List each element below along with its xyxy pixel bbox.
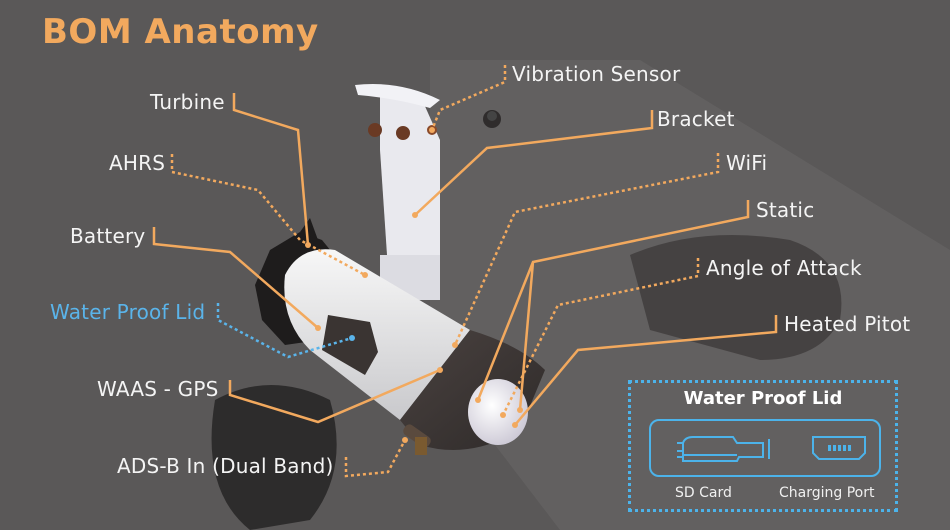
label-battery: Battery [70, 224, 146, 248]
leader-battery [152, 227, 319, 329]
bracket-mast [380, 95, 440, 300]
label-wifi: WiFi [726, 151, 768, 175]
label-vibration-sensor: Vibration Sensor [512, 62, 681, 86]
label-static: Static [756, 198, 815, 222]
leader-pitot [514, 315, 778, 426]
label-bracket: Bracket [657, 107, 735, 131]
leader-turbine [232, 93, 310, 246]
leader-bracket [414, 110, 654, 216]
label-angle-of-attack: Angle of Attack [706, 256, 862, 280]
sd-card-icon [677, 436, 770, 462]
shadow-turbine [211, 385, 337, 530]
bracket-top [355, 84, 440, 108]
leader-static [476, 200, 750, 411]
label-water-proof-lid: Water Proof Lid [50, 300, 206, 324]
label-ads-b: ADS-B In (Dual Band) [117, 454, 334, 478]
label-ahrs: AHRS [109, 151, 166, 175]
label-turbine: Turbine [150, 90, 225, 114]
charging-port-label: Charging Port [779, 485, 875, 501]
leader-ahrs [170, 154, 366, 277]
pitot-tip [468, 379, 528, 445]
leader-vibration [430, 65, 507, 131]
leader-aoa [501, 258, 700, 416]
charging-port-icon [812, 436, 866, 460]
leader-wifi [453, 153, 720, 346]
label-heated-pitot: Heated Pitot [784, 312, 911, 336]
leader-waas [228, 368, 441, 424]
background-pod [630, 235, 842, 360]
rivet [487, 111, 497, 121]
leader-water-proof-lid [216, 303, 353, 359]
water-proof-lid-inset: Water Proof Lid SD Card Charging Port [628, 380, 898, 512]
sd-card-label: SD Card [675, 485, 732, 501]
page-title: BOM Anatomy [42, 12, 319, 52]
water-proof-lid-part [322, 315, 378, 375]
inset-panel [649, 419, 881, 477]
leader-adsb [344, 439, 407, 478]
label-waas-gps: WAAS - GPS [97, 377, 219, 401]
inset-title: Water Proof Lid [683, 388, 843, 409]
